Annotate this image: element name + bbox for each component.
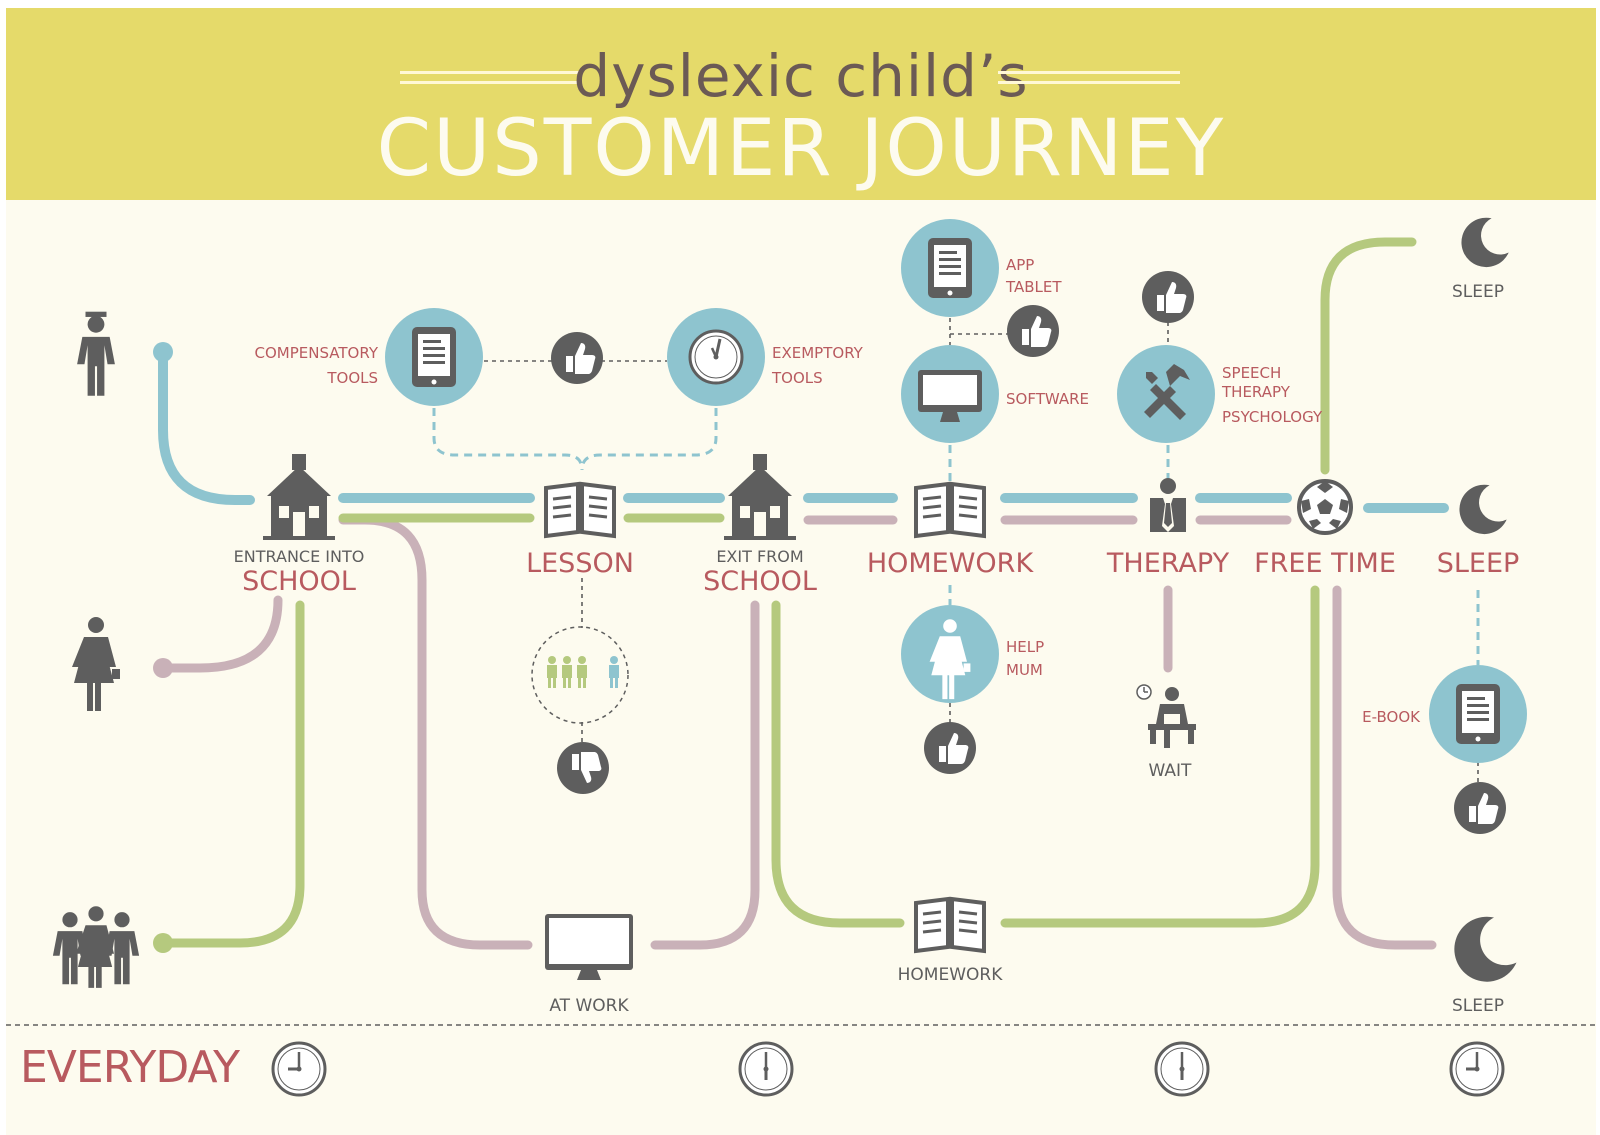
everyday-label: EVERYDAY — [20, 1042, 240, 1093]
dashed-blue-connectors — [432, 408, 1480, 665]
thumbs-up-icon — [1007, 305, 1059, 357]
speech-label-line3: PSYCHOLOGY — [1222, 408, 1323, 426]
compensatory-tools-node: COMPENSATORY TOOLS — [255, 308, 483, 406]
help-mum-label-line1: HELP — [1006, 638, 1044, 656]
header-title: CUSTOMER JOURNEY — [376, 104, 1226, 194]
wait-label: WAIT — [1149, 761, 1193, 781]
at-work-label: AT WORK — [549, 996, 629, 1016]
tablet-icon — [1456, 684, 1500, 744]
moon-icon — [1454, 916, 1517, 982]
therapist-icon — [1150, 478, 1186, 532]
mother-icon — [929, 619, 971, 700]
thumbs-up-icon — [924, 722, 976, 774]
software-label: SOFTWARE — [1006, 390, 1089, 408]
stage-free-time-label: FREE TIME — [1254, 548, 1396, 579]
help-mum-node: HELP MUM — [901, 605, 1044, 703]
tablet-icon — [928, 238, 972, 298]
child-path-start — [153, 342, 173, 362]
school-exit-icon — [724, 454, 796, 540]
ebook-node: E-BOOK — [1362, 665, 1527, 763]
stage-sleep-label: SLEEP — [1437, 548, 1520, 579]
software-node: SOFTWARE — [901, 345, 1089, 443]
stage-homework-label: HOMEWORK — [867, 548, 1035, 579]
lesson-book-icon — [544, 482, 616, 538]
family-path-start — [153, 933, 173, 953]
ebook-label: E-BOOK — [1362, 708, 1421, 726]
exemptory-label-line2: TOOLS — [771, 369, 823, 387]
blue-path — [158, 347, 1449, 513]
compensatory-label-line2: TOOLS — [326, 369, 378, 387]
clock-icon — [1154, 1041, 1210, 1097]
app-tablet-node: APP TABLET — [901, 219, 1062, 317]
stage-lesson-label: LESSON — [526, 548, 634, 579]
exemptory-tools-node: EXEMPTORY TOOLS — [667, 308, 864, 406]
speech-therapy-node: SPEECH THERAPY PSYCHOLOGY — [1117, 345, 1323, 443]
homework-book-icon — [914, 482, 986, 538]
soccer-ball-icon — [1297, 479, 1353, 535]
tablet-icon — [412, 327, 456, 387]
monitor-icon — [545, 914, 633, 980]
help-mum-label-line2: MUM — [1006, 661, 1043, 679]
stage-entrance-line1: ENTRANCE INTO — [234, 547, 365, 566]
mother-icon — [72, 617, 120, 711]
thumbs-up-icon — [551, 332, 603, 384]
green-path — [158, 237, 1417, 948]
subtitle-rule-left — [400, 71, 582, 84]
classmates-icon — [531, 626, 629, 724]
page-background — [6, 200, 1596, 1135]
child-icon — [77, 311, 115, 396]
thumbs-down-icon — [557, 742, 609, 794]
book-icon — [914, 897, 986, 953]
clock-icon — [1449, 1041, 1505, 1097]
tools-icon — [1144, 364, 1190, 420]
speech-label-line2: THERAPY — [1221, 383, 1291, 401]
mauve-path — [158, 515, 1437, 950]
thumbs-up-icon — [1142, 271, 1194, 323]
school-entrance-icon — [263, 454, 335, 540]
footer-clocks — [271, 1041, 1505, 1097]
thumbs-up-icon — [1454, 782, 1506, 834]
app-tablet-label-line1: APP — [1006, 256, 1034, 274]
header-banner: dyslexic child’s CUSTOMER JOURNEY — [6, 8, 1596, 200]
stage-entrance-line2: SCHOOL — [242, 566, 356, 597]
clock-icon — [688, 329, 744, 385]
monitor-icon — [918, 370, 982, 422]
exemptory-label-line1: EXEMPTORY — [772, 344, 864, 362]
app-tablet-label-line2: TABLET — [1005, 278, 1062, 296]
dashed-connectors — [484, 318, 1479, 785]
clock-icon — [738, 1041, 794, 1097]
compensatory-label-line1: COMPENSATORY — [255, 344, 379, 362]
sleep-top-label: SLEEP — [1452, 282, 1504, 302]
subtitle-rule-right — [998, 71, 1180, 84]
speech-label-line1: SPEECH — [1222, 364, 1281, 382]
clock-icon — [271, 1041, 327, 1097]
stage-exit-line2: SCHOOL — [703, 566, 817, 597]
moon-icon — [1459, 484, 1507, 535]
stage-exit-line1: EXIT FROM — [716, 547, 803, 566]
sleep-bottom-label: SLEEP — [1452, 996, 1504, 1016]
moon-icon — [1461, 217, 1509, 268]
stage-therapy-label: THERAPY — [1106, 548, 1230, 579]
waiting-person-icon — [1136, 684, 1196, 748]
header-subtitle: dyslexic child’s — [573, 42, 1029, 110]
family-icon — [52, 906, 140, 988]
mother-path-start — [153, 658, 173, 678]
homework-bottom-label: HOMEWORK — [898, 965, 1004, 985]
